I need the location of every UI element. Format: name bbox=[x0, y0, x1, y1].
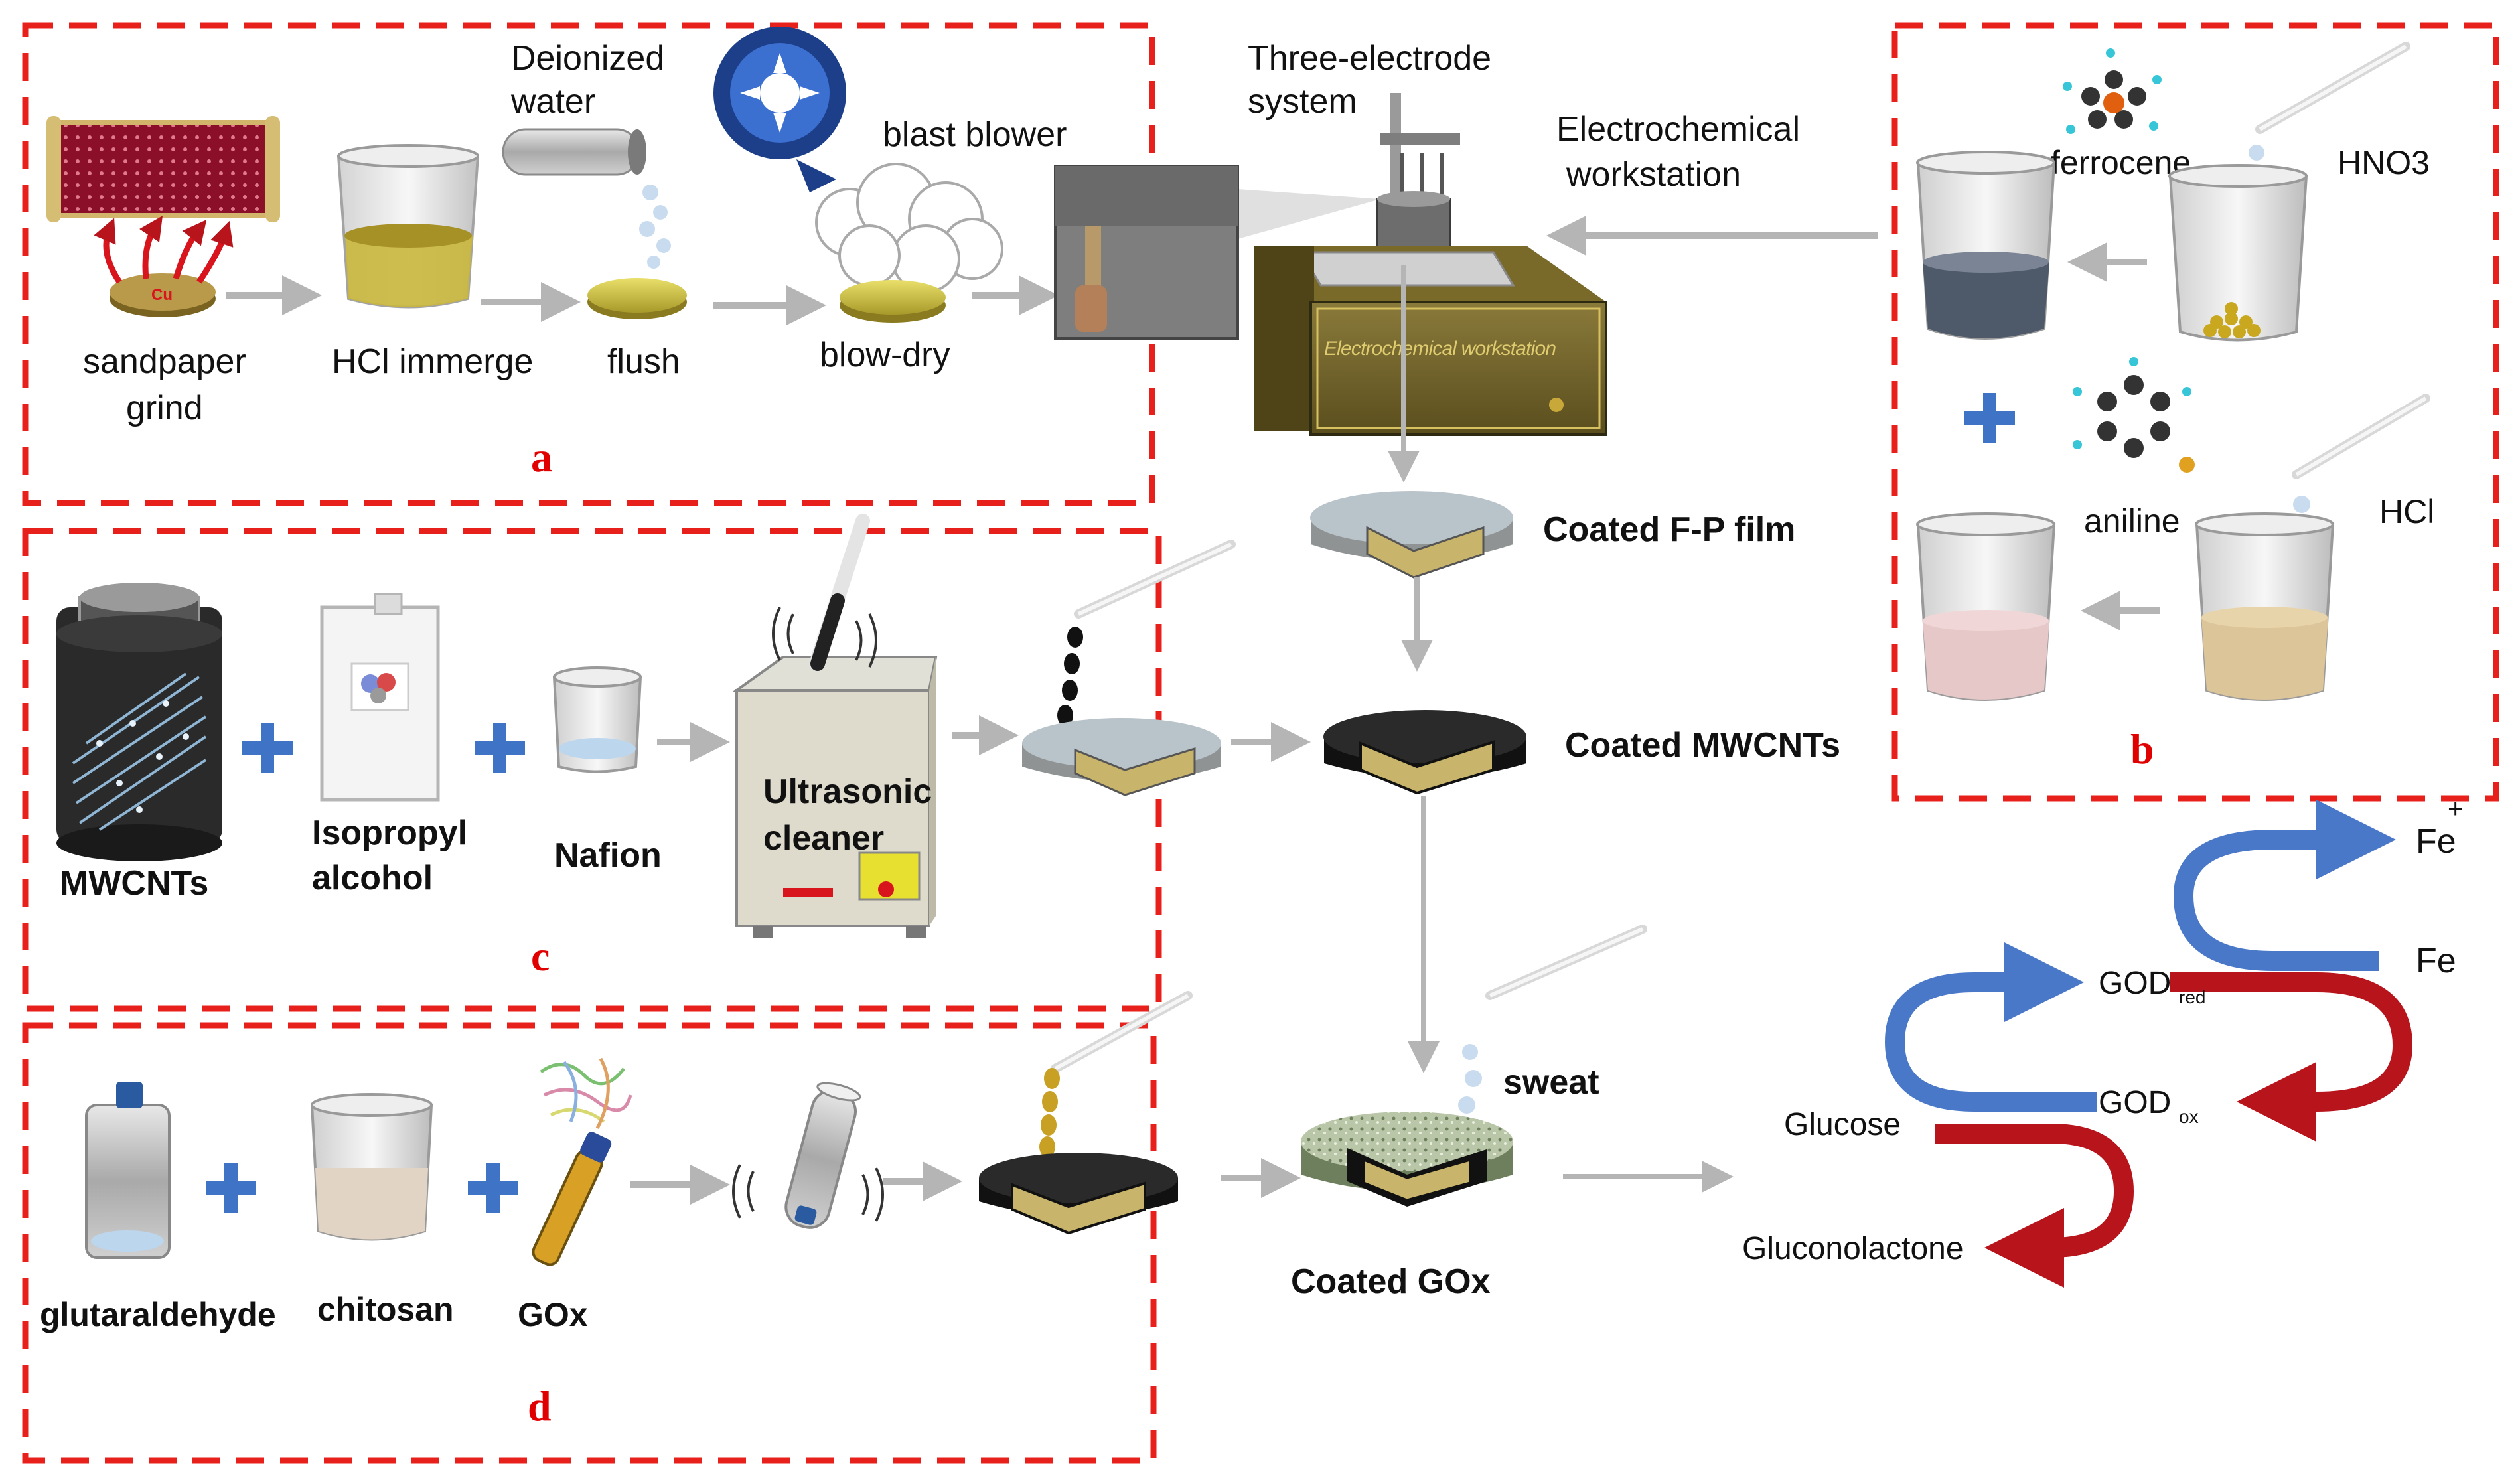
cu-label: Cu bbox=[151, 286, 173, 304]
sweat-pipette-icon bbox=[1458, 925, 1647, 1114]
gox-label: GOx bbox=[518, 1296, 588, 1333]
hcl-beaker-icon bbox=[336, 144, 480, 309]
beaker-ferrocene-solution-icon bbox=[1916, 151, 2056, 340]
flush-label: flush bbox=[607, 342, 680, 381]
mwcnt-dropper-icon bbox=[1057, 540, 1236, 726]
water-bottle-icon bbox=[502, 128, 671, 269]
three-electrode-label-2: system bbox=[1248, 82, 1357, 121]
glutaraldehyde-label: glutaraldehyde bbox=[40, 1296, 276, 1333]
mwcnts-jar-icon bbox=[56, 583, 222, 861]
electrochemical-workstation-label-1: Electrochemical bbox=[1556, 110, 1800, 149]
plus-icon-d2 bbox=[468, 1163, 518, 1213]
god-ox-subscript: ox bbox=[2179, 1106, 2199, 1127]
coated-fp-film-icon bbox=[1310, 491, 1513, 579]
beaker-hcl-icon bbox=[2195, 512, 2335, 701]
nafion-beaker-icon bbox=[552, 666, 642, 773]
hcl-label: HCl bbox=[2379, 493, 2434, 530]
blast-blower-label: blast blower bbox=[883, 115, 1067, 154]
glucose-label: Glucose bbox=[1784, 1107, 1901, 1142]
coated-fp-label: Coated F-P film bbox=[1543, 510, 1795, 549]
reaction-cycle bbox=[1884, 800, 2413, 1288]
ultrasonic-label-1: Ultrasonic bbox=[763, 773, 932, 811]
ultrasonic-cleaner-icon bbox=[732, 656, 938, 938]
electrochemical-workstation-label-2: workstation bbox=[1566, 155, 1741, 194]
chitosan-label: chitosan bbox=[317, 1291, 454, 1328]
panel-a-letter: a bbox=[531, 433, 552, 481]
fe-plus-superscript: + bbox=[2448, 794, 2463, 824]
fe-label: Fe bbox=[2416, 942, 2456, 980]
fe-plus-label: Fe bbox=[2416, 822, 2456, 861]
plus-icon-c1 bbox=[242, 723, 293, 773]
electrode-zoom-inset bbox=[1054, 165, 1380, 340]
blow-dry-label: blow-dry bbox=[820, 336, 950, 374]
deionized-water-label-2: water bbox=[510, 82, 595, 121]
god-red-subscript: red bbox=[2179, 987, 2205, 1007]
ferrocene-molecule-icon bbox=[2063, 48, 2162, 134]
sandpaper-icon bbox=[46, 116, 280, 222]
panel-b-letter: b bbox=[2130, 725, 2154, 773]
plus-icon-d1 bbox=[206, 1163, 256, 1213]
panel-b-border bbox=[1891, 22, 2499, 802]
god-red-label: GOD bbox=[2099, 966, 2171, 1001]
blast-blower-icon bbox=[713, 27, 846, 192]
copper-disc-icon bbox=[94, 216, 234, 317]
deionized-water-label-1: Deionized bbox=[511, 39, 664, 78]
gox-dropper-icon bbox=[1039, 991, 1193, 1157]
nafion-label: Nafion bbox=[554, 836, 662, 875]
blow-dry-disc-icon bbox=[840, 280, 946, 323]
gox-protein-icon bbox=[532, 1057, 632, 1266]
isopropyl-label-1: Isopropyl bbox=[312, 814, 467, 852]
gluconolactone-label: Gluconolactone bbox=[1742, 1231, 1964, 1266]
sandpaper-grind-label-2: grind bbox=[126, 389, 203, 427]
isopropyl-label-2: alcohol bbox=[312, 859, 433, 897]
workstation-box-text: Electrochemical workstation bbox=[1324, 338, 1556, 360]
hno3-text: HNO3 bbox=[2337, 144, 2430, 181]
panel-d-letter: d bbox=[528, 1382, 552, 1430]
sandpaper-grind-label-1: sandpaper bbox=[83, 342, 246, 381]
isopropyl-bottle-icon bbox=[320, 593, 440, 802]
ultrasonic-probe-icon bbox=[772, 514, 877, 671]
fp-disc-before-mwcnt-icon bbox=[1022, 718, 1221, 796]
plus-icon-b bbox=[1964, 393, 2015, 443]
ultrasonic-label-2: cleaner bbox=[763, 819, 884, 857]
hcl-immerge-label: HCl immerge bbox=[332, 342, 533, 381]
three-electrode-label-1: Three-electrode bbox=[1248, 39, 1491, 78]
aniline-molecule-icon bbox=[2073, 357, 2195, 473]
mixing-tube-icon bbox=[732, 1082, 884, 1229]
flush-disc-icon bbox=[587, 278, 687, 319]
aniline-label: aniline bbox=[2084, 502, 2180, 540]
coated-gox-icon bbox=[1301, 1112, 1513, 1207]
electrochemical-workstation-icon bbox=[1254, 246, 1607, 436]
sweat-label: sweat bbox=[1503, 1063, 1599, 1102]
panel-c-letter: c bbox=[531, 932, 550, 980]
plus-icon-c2 bbox=[475, 723, 525, 773]
god-ox-label: GOD bbox=[2099, 1085, 2171, 1120]
coated-mwcnts-label: Coated MWCNTs bbox=[1565, 726, 1840, 765]
ferrocene-label: ferrocene bbox=[2051, 144, 2191, 181]
beaker-hno3-icon bbox=[2168, 164, 2308, 342]
mwcnt-disc-before-gox-icon bbox=[979, 1153, 1178, 1235]
panel-d-border bbox=[22, 1022, 1157, 1464]
coated-mwcnts-icon bbox=[1323, 710, 1526, 795]
beaker-aniline-solution-icon bbox=[1916, 512, 2056, 701]
mwcnts-label: MWCNTs bbox=[60, 864, 208, 903]
air-cloud-icon bbox=[815, 163, 1003, 293]
coated-gox-label: Coated GOx bbox=[1291, 1262, 1491, 1301]
chitosan-beaker-icon bbox=[310, 1093, 433, 1241]
glutaraldehyde-bottle-icon bbox=[85, 1082, 171, 1259]
